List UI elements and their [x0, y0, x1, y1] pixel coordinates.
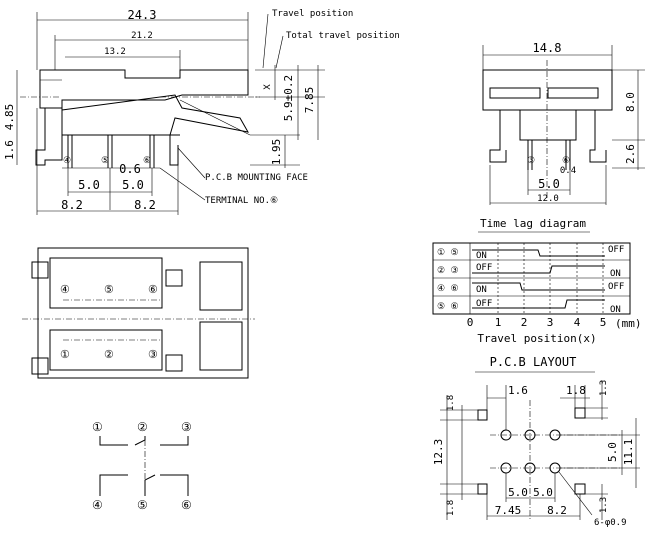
- axis-label: Travel position(x): [477, 332, 596, 345]
- front-terminal-3: ③: [527, 156, 535, 166]
- row2-left-state: OFF: [476, 263, 492, 273]
- schem-terminal-1: ①: [92, 420, 103, 434]
- terminal-mark-side-6: ⑥: [143, 156, 151, 166]
- x-mark: X: [263, 84, 273, 90]
- tick-0: 0: [467, 316, 474, 329]
- dim-pin-gap: 0.6: [119, 162, 141, 176]
- top-terminal-2: ②: [104, 348, 114, 361]
- tick-5: 5: [600, 316, 607, 329]
- pcb-layout: P.C.B LAYOUT 1.6 1.8 1.3 1: [432, 355, 640, 528]
- dim-stroke: 5.9±0.2: [282, 75, 295, 121]
- row4-left-state: OFF: [476, 299, 492, 309]
- row3-left-state: ON: [476, 285, 487, 295]
- pcb-dim-right-bottom: 1.3: [599, 497, 609, 513]
- dim-front-pin-w: 0.4: [560, 166, 576, 176]
- row4-right-state: ON: [610, 305, 621, 315]
- schem-terminal-5: ⑤: [137, 498, 148, 512]
- dim-bottom-a: 8.2: [61, 198, 83, 212]
- row2-pins: ② ③: [437, 266, 459, 276]
- row2-right-state: ON: [610, 269, 621, 279]
- row1-right-state: OFF: [608, 245, 624, 255]
- front-terminal-6: ⑥: [562, 156, 570, 166]
- pcb-mounting-face-label: P.C.B MOUNTING FACE: [205, 173, 308, 183]
- row4-pins: ⑤ ⑥: [437, 302, 459, 312]
- pcb-dim-left-bottom: 1.8: [446, 500, 456, 516]
- pcb-hole-note: 6-φ0.9: [594, 518, 627, 528]
- dim-front-height: 8.0: [624, 92, 637, 112]
- row3-right-state: OFF: [608, 282, 624, 292]
- pcb-dim-top-right-w: 1.8: [566, 384, 586, 397]
- pcb-dim-right-pitch: 5.0: [606, 442, 619, 462]
- row1-left-state: ON: [476, 251, 487, 261]
- terminal-no-label: TERMINAL NO.⑥: [205, 196, 278, 206]
- pcb-dim-bottom-d: 8.2: [547, 504, 567, 517]
- total-travel-position-label: Total travel position: [286, 31, 400, 41]
- pcb-dim-bottom-a: 5.0: [508, 486, 528, 499]
- top-terminal-5: ⑤: [104, 283, 114, 296]
- terminal-mark-side-4: ④: [63, 156, 71, 166]
- pcb-title: P.C.B LAYOUT: [490, 355, 577, 369]
- dim-front-width: 14.8: [533, 41, 562, 55]
- tick-1: 1: [495, 316, 502, 329]
- time-lag-diagram: Time lag diagram ① ⑤ ② ③ ④ ⑥ ⑤ ⑥ ON OFF …: [432, 217, 642, 345]
- pcb-dim-top-right-h: 1.3: [599, 380, 609, 396]
- dim-left-height: 4.85: [3, 104, 16, 131]
- top-terminal-6: ⑥: [148, 283, 158, 296]
- front-view: 14.8 ③ ⑥ 8.0 2.6 0.4 5.0 12.0: [482, 41, 645, 205]
- axis-unit: (mm): [615, 317, 642, 330]
- pcb-dim-left-top: 1.8: [446, 395, 456, 411]
- top-terminal-4: ④: [60, 283, 70, 296]
- dim-pin-pitch-b: 5.0: [122, 178, 144, 192]
- schematic: ① ② ③ ④ ⑤ ⑥: [92, 420, 192, 512]
- side-view: 24.3 21.2 13.2 ④ ⑤ ⑥ 4.85 1.6: [3, 8, 400, 215]
- dim-overall-width: 24.3: [128, 8, 157, 22]
- schem-terminal-2: ②: [137, 420, 148, 434]
- time-lag-title: Time lag diagram: [480, 217, 586, 230]
- dim-left-low: 1.6: [3, 140, 16, 160]
- dim-front-pin-pitch: 5.0: [538, 177, 560, 191]
- dim-front-pin: 2.6: [624, 144, 637, 164]
- pcb-dim-bottom-b: 5.0: [533, 486, 553, 499]
- pcb-dim-bottom-c: 7.45: [495, 504, 522, 517]
- schem-terminal-6: ⑥: [181, 498, 192, 512]
- row3-pins: ④ ⑥: [437, 284, 459, 294]
- top-terminal-1: ①: [60, 348, 70, 361]
- pcb-dim-top-left-w: 1.6: [508, 384, 528, 397]
- travel-position-label: Travel position: [272, 9, 353, 19]
- dim-mid-width: 21.2: [131, 31, 153, 41]
- dim-height: 7.85: [303, 87, 316, 114]
- tick-3: 3: [547, 316, 554, 329]
- pcb-dim-right-total: 11.1: [622, 439, 635, 466]
- dim-inner-width: 13.2: [104, 47, 126, 57]
- row1-pins: ① ⑤: [437, 248, 459, 258]
- pcb-dim-left-total: 12.3: [432, 439, 445, 466]
- dim-bottom-b: 8.2: [134, 198, 156, 212]
- dim-pin-height: 1.95: [270, 139, 283, 166]
- schem-terminal-4: ④: [92, 498, 103, 512]
- schem-terminal-3: ③: [181, 420, 192, 434]
- tick-2: 2: [521, 316, 528, 329]
- terminal-mark-side-5: ⑤: [101, 156, 109, 166]
- dim-front-base: 12.0: [537, 194, 559, 204]
- tick-4: 4: [574, 316, 581, 329]
- dim-pin-pitch-a: 5.0: [78, 178, 100, 192]
- top-view: ④ ⑤ ⑥ ① ② ③: [22, 247, 255, 379]
- top-terminal-3: ③: [148, 348, 158, 361]
